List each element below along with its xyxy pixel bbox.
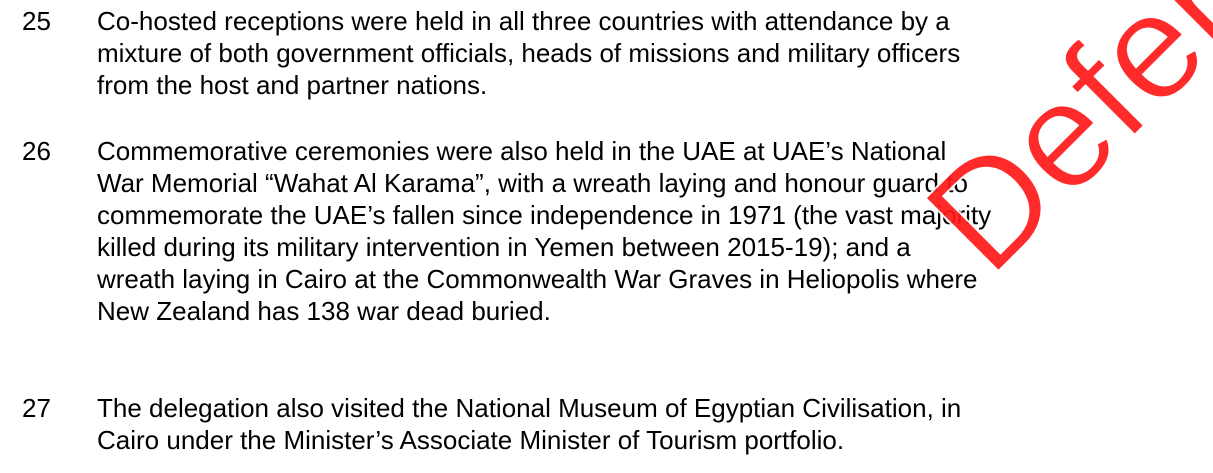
paragraph-number: 26	[22, 136, 51, 166]
paragraph-line: commemorate the UAE’s fallen since indep…	[97, 200, 992, 230]
paragraph-line: Commemorative ceremonies were also held …	[97, 136, 947, 166]
paragraph-number: 25	[22, 6, 51, 36]
paragraph-line: killed during its military intervention …	[97, 232, 911, 262]
paragraph-line: Co-hosted receptions were held in all th…	[97, 6, 950, 36]
paragraph-line: War Memorial “Wahat Al Karama”, with a w…	[97, 168, 968, 198]
paragraph-line: Cairo under the Minister’s Associate Min…	[97, 425, 845, 455]
paragraph-line: wreath laying in Cairo at the Commonweal…	[97, 264, 978, 294]
paragraph-body: Commemorative ceremonies were also held …	[97, 135, 1207, 327]
paragraph-line: New Zealand has 138 war dead buried.	[97, 296, 551, 326]
paragraph-body: Co-hosted receptions were held in all th…	[97, 5, 1207, 101]
paragraph-body: The delegation also visited the National…	[97, 392, 1207, 456]
paragraph-line: from the host and partner nations.	[97, 70, 488, 100]
paragraph-line: The delegation also visited the National…	[97, 393, 962, 423]
paragraph-number: 27	[22, 393, 51, 423]
paragraph-line: mixture of both government officials, he…	[97, 38, 961, 68]
